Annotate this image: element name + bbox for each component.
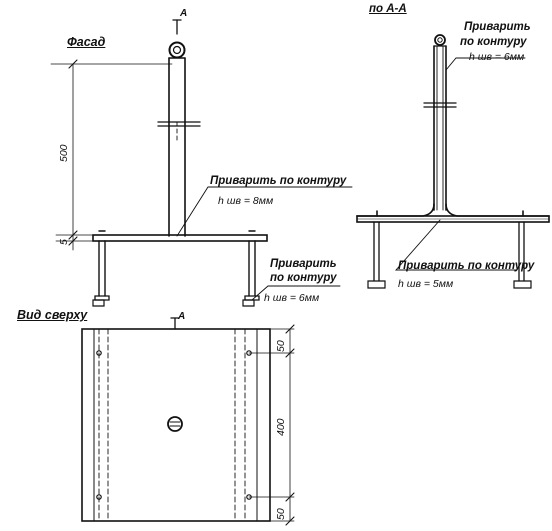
facade-title: Фасад — [67, 35, 106, 49]
top-view — [81, 317, 295, 526]
section-title: по А-А — [369, 3, 407, 15]
weld-anchor-label-1: Приварить — [270, 258, 337, 270]
weld-section-top-label-1: Приварить — [464, 21, 531, 33]
weld-section-top-value: h шв = 6мм — [469, 51, 525, 63]
dim-plan-edge-top: 50 — [275, 340, 287, 352]
section-mark-facade: А — [180, 8, 188, 19]
weld-column-value: h шв = 8мм — [218, 195, 274, 207]
weld-anchor-value: h шв = 6мм — [264, 292, 320, 304]
base-plate-plan — [81, 328, 271, 522]
section-view — [356, 34, 550, 289]
weld-section-bottom-value: h шв = 5мм — [398, 278, 454, 290]
dim-plan-spacing: 400 — [275, 418, 287, 436]
weld-section-bottom-label: Приварить по контуру — [398, 260, 535, 272]
weld-column-label: Приварить по контуру — [210, 175, 347, 187]
weld-anchor-label-2: по контуру — [270, 272, 337, 284]
dim-plate-thickness: 5 — [58, 239, 70, 245]
top-view-title: Вид сверху — [17, 308, 88, 322]
lifting-ring — [168, 41, 186, 59]
facade-view — [50, 19, 353, 307]
column-plan — [167, 416, 183, 432]
weld-section-top-label-2: по контуру — [460, 36, 527, 48]
dim-plan-edge-bottom: 50 — [275, 508, 287, 520]
base-plate-facade — [92, 234, 268, 242]
dim-column-height: 500 — [58, 144, 70, 162]
section-mark-plan: А — [178, 311, 186, 322]
